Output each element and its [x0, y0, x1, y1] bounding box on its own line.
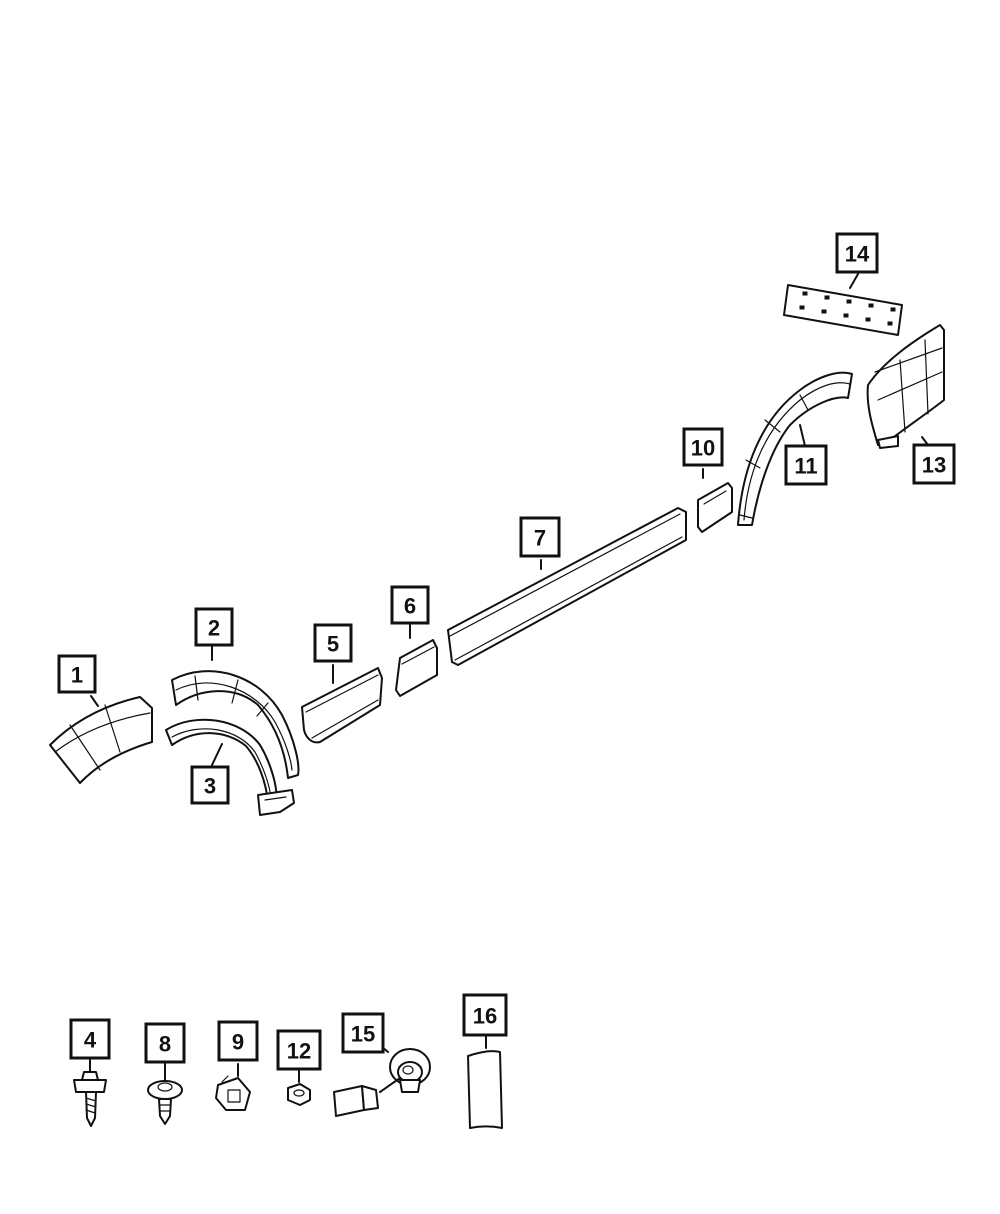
- part-1-fender-flare-front-extension: [49, 696, 153, 784]
- callout-13: 13: [912, 443, 956, 485]
- callout-16: 16: [462, 993, 508, 1037]
- part-2-front-wheel-flare: [171, 670, 300, 779]
- callout-3-label: 3: [204, 774, 216, 799]
- callout-2: 2: [194, 607, 234, 647]
- part-14-adhesive-tape: [783, 284, 903, 336]
- callout-12-label: 12: [287, 1039, 311, 1064]
- callout-1-label: 1: [71, 663, 83, 688]
- part-16-tape-strip: [467, 1050, 503, 1129]
- callout-7-label: 7: [534, 526, 546, 551]
- callout-11: 11: [784, 444, 828, 486]
- part-3-front-flare-bracket: [165, 718, 295, 816]
- part-11-rear-wheel-flare: [737, 371, 853, 526]
- callout-2-label: 2: [208, 616, 220, 641]
- callout-12: 12: [276, 1029, 322, 1071]
- part-10-applique: [697, 482, 733, 533]
- callout-4-label: 4: [84, 1028, 97, 1053]
- callout-9-label: 9: [232, 1030, 244, 1055]
- callout-14-label: 14: [845, 242, 870, 267]
- callout-4: 4: [69, 1018, 111, 1060]
- callout-5-label: 5: [327, 632, 339, 657]
- callout-7: 7: [519, 516, 561, 558]
- callout-8-label: 8: [159, 1032, 171, 1057]
- callout-3: 3: [190, 765, 230, 805]
- callout-13-label: 13: [922, 453, 946, 478]
- callout-1: 1: [57, 654, 97, 694]
- callout-6-label: 6: [404, 594, 416, 619]
- leader-14: [849, 273, 859, 289]
- callout-11-label: 11: [794, 454, 817, 479]
- part-4-bolt: [73, 1071, 107, 1127]
- callout-10: 10: [682, 427, 724, 467]
- callout-15: 15: [341, 1012, 385, 1054]
- callout-6: 6: [390, 585, 430, 625]
- part-9-clip-nut: [215, 1075, 251, 1111]
- part-6-door-molding-small: [395, 639, 438, 697]
- part-13-rear-quarter-extension: [866, 324, 945, 449]
- part-15-clip-grommet: [333, 1048, 431, 1117]
- part-7-body-side-molding: [447, 507, 687, 666]
- part-5-front-door-molding: [301, 667, 383, 744]
- leader-lines: [89, 273, 929, 1083]
- part-12-hex-nut: [287, 1083, 311, 1106]
- part-8-push-pin-retainer: [147, 1080, 183, 1125]
- leader-1: [90, 695, 99, 707]
- leader-11: [799, 424, 806, 447]
- callout-10-label: 10: [691, 436, 715, 461]
- callout-9: 9: [217, 1020, 259, 1062]
- callout-16-label: 16: [473, 1004, 497, 1029]
- callout-8: 8: [144, 1022, 186, 1064]
- callout-5: 5: [313, 623, 353, 663]
- callout-14: 14: [835, 232, 879, 274]
- leader-3: [211, 743, 223, 766]
- callout-15-label: 15: [351, 1022, 375, 1047]
